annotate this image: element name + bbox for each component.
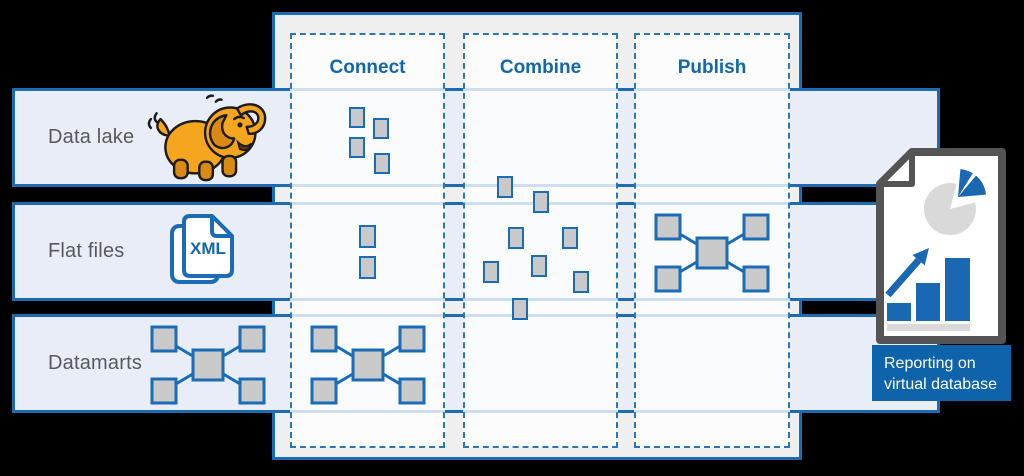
- table-icon: [349, 137, 365, 158]
- column-header-connect: Connect: [329, 57, 406, 78]
- table-icon: [497, 176, 513, 198]
- bar-chart-icon: [887, 258, 970, 331]
- report-caption-line1: Reporting on: [884, 355, 976, 372]
- trend-arrow-icon: [885, 248, 929, 298]
- column-header-publish: Publish: [677, 57, 747, 78]
- report-caption-line2: virtual database: [884, 376, 997, 393]
- table-icon: [531, 255, 547, 277]
- table-icon: [512, 298, 528, 320]
- xml-files-icon: XML: [170, 214, 234, 284]
- table-icon: [573, 271, 589, 293]
- table-icon: [349, 107, 365, 128]
- table-icon: [562, 227, 578, 249]
- stage-column-combine: Combine: [463, 33, 618, 448]
- table-icon: [508, 227, 524, 249]
- row-label-datamarts: Datamarts: [48, 352, 143, 374]
- star-schema-icon: [308, 325, 428, 405]
- table-icon: [373, 118, 389, 139]
- xml-icon-label: XML: [190, 239, 226, 258]
- star-schema-icon: [148, 325, 268, 405]
- report-document-icon: [876, 148, 1006, 344]
- row-label-data-lake: Data lake: [48, 126, 135, 148]
- table-icon: [483, 261, 499, 283]
- star-schema-icon: [652, 213, 772, 293]
- table-icon: [359, 256, 376, 279]
- table-icon: [374, 153, 390, 174]
- pie-chart-icon: [923, 169, 986, 236]
- row-label-flat-files: Flat files: [48, 240, 125, 262]
- table-icon: [359, 225, 376, 248]
- report-caption: Reporting on virtual database: [872, 345, 1011, 401]
- hadoop-elephant-icon: [147, 94, 267, 182]
- column-header-combine: Combine: [499, 57, 582, 78]
- table-icon: [533, 191, 549, 213]
